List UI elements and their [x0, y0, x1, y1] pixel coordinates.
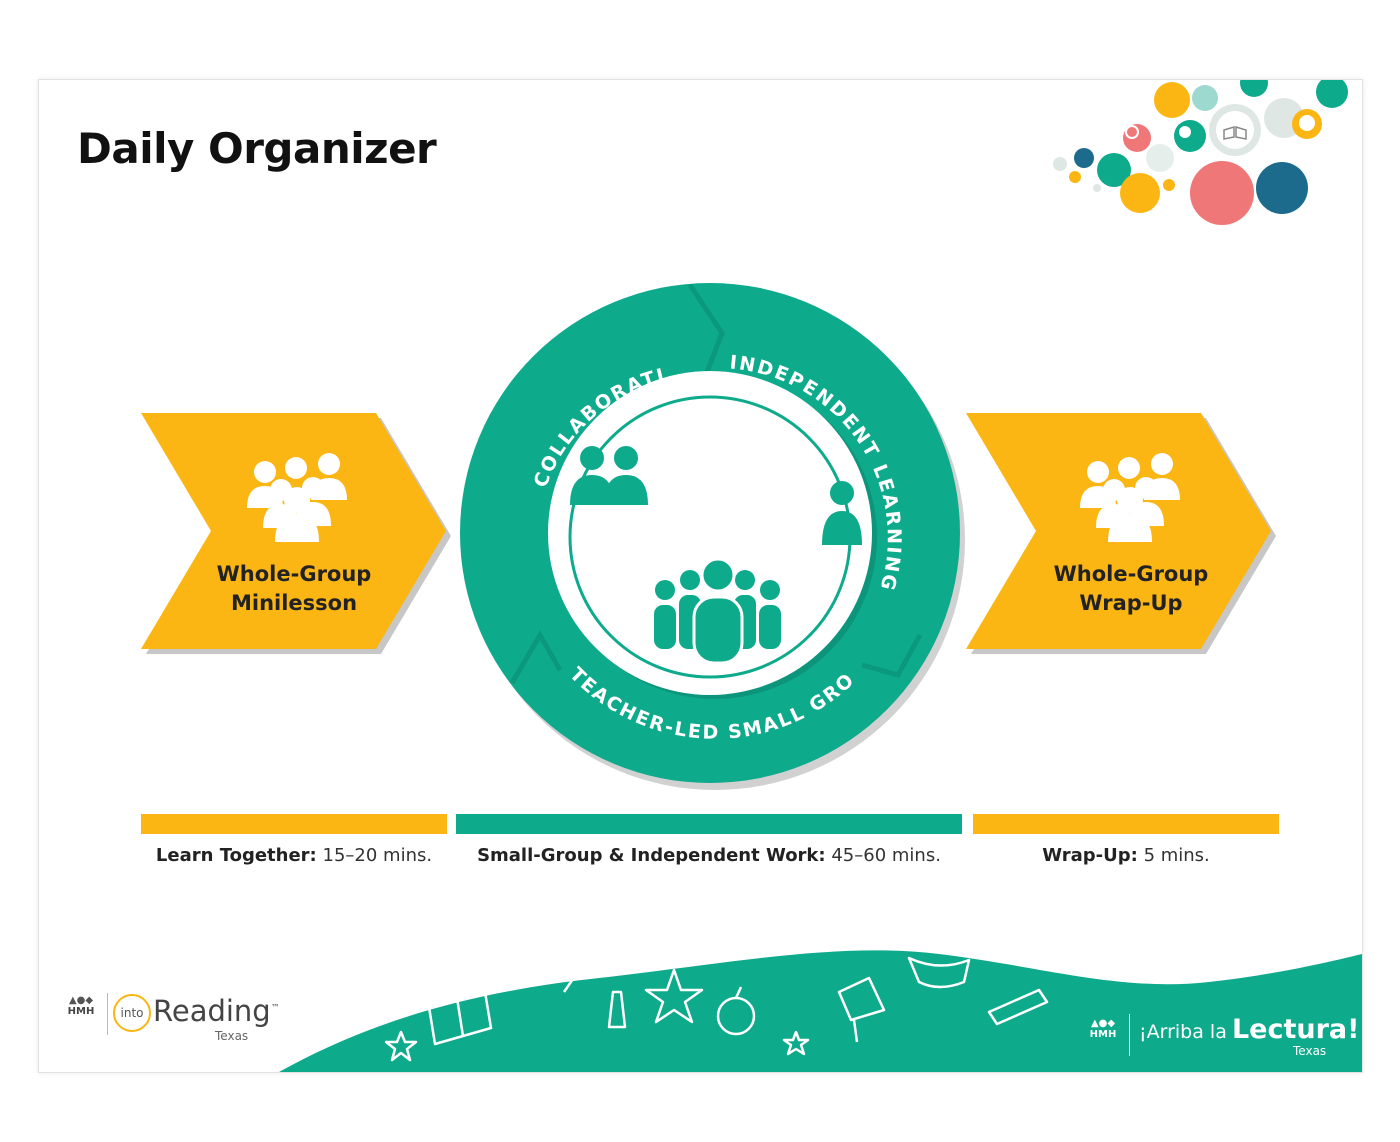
person-icon [822, 481, 862, 545]
lectura-sub: Texas [1293, 1044, 1327, 1058]
into-reading-wordmark: Reading™ [153, 994, 280, 1028]
reading-sub: Texas [215, 1029, 249, 1043]
logo-divider [1129, 1014, 1130, 1056]
group-icon [247, 453, 347, 542]
caption-value: 45–60 mins. [831, 845, 941, 866]
small-group-icon [654, 557, 781, 665]
hmh-logo-right: ▲●◆ HMH [1083, 1018, 1123, 1040]
reading-word: Reading [153, 994, 271, 1028]
caption-label: Small-Group & Independent Work: [477, 845, 826, 866]
lectura-word: Lectura! [1231, 1014, 1360, 1045]
trademark: ™ [270, 1003, 280, 1014]
timeline-bar-small-group [456, 814, 962, 834]
timeline-caption-wrap-up: Wrap-Up: 5 mins. [973, 845, 1279, 866]
right-chevron-line2: Wrap-Up [1079, 591, 1183, 615]
timeline-bar-wrap-up [973, 814, 1279, 834]
group-icon [1080, 453, 1180, 542]
left-chevron-label: Whole-Group Minilesson [194, 560, 394, 618]
into-badge: into [113, 994, 151, 1032]
caption-label: Wrap-Up: [1042, 845, 1138, 866]
hmh-brand-right: HMH [1089, 1029, 1117, 1040]
right-chevron-line1: Whole-Group [1053, 562, 1209, 586]
caption-label: Learn Together: [155, 845, 317, 866]
caption-value: 5 mins. [1143, 845, 1210, 866]
hmh-brand-left: HMH [67, 1006, 95, 1017]
timeline-bar-learn-together [141, 814, 447, 834]
timeline-caption-small-group: Small-Group & Independent Work: 45–60 mi… [456, 845, 962, 866]
hmh-mark-icon: ▲●◆ [68, 995, 94, 1006]
pair-icon [570, 446, 648, 505]
left-chevron-line2: Minilesson [230, 591, 358, 615]
right-chevron-label: Whole-Group Wrap-Up [1031, 560, 1231, 618]
timeline-caption-learn-together: Learn Together: 15–20 mins. [141, 845, 447, 866]
caption-value: 15–20 mins. [322, 845, 433, 866]
page-title: Daily Organizer [77, 124, 437, 173]
cycle-ring: COLLABORATIVE INDEPENDENT LEARNING TEACH… [450, 275, 965, 790]
footer-wave [279, 932, 1362, 1072]
hmh-mark-icon: ▲●◆ [1090, 1018, 1116, 1029]
left-chevron-line1: Whole-Group [216, 562, 372, 586]
slide: Daily Organizer [38, 79, 1363, 1073]
logo-divider [107, 993, 108, 1035]
hmh-logo-left: ▲●◆ HMH [61, 995, 101, 1017]
arriba-lectura-wordmark: ¡Arriba la Lectura! [1139, 1014, 1359, 1045]
decorative-bubbles [1053, 80, 1348, 225]
arriba-la-word: ¡Arriba la [1139, 1021, 1227, 1043]
